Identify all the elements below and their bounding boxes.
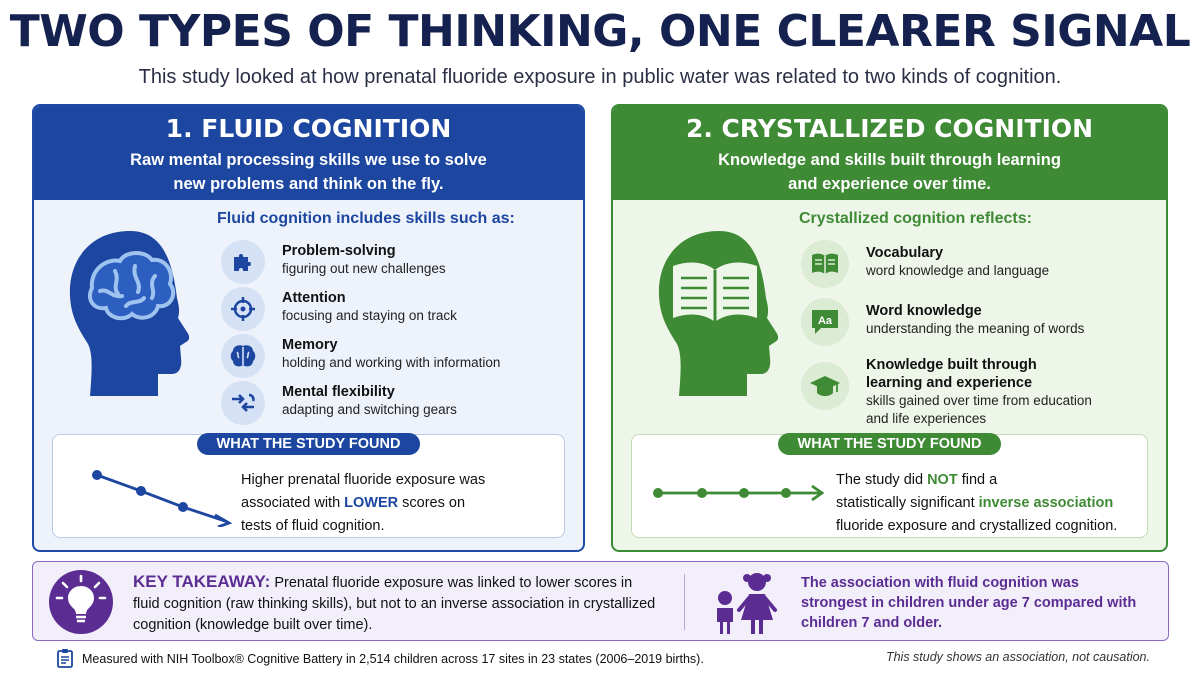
fluid-found-text: Higher prenatal fluoride exposure was as… [241,472,486,534]
key-takeaway-text: KEY TAKEAWAY: Prenatal fluoride exposure… [133,572,656,633]
flat-trend-icon [653,484,825,502]
target-icon [221,287,265,331]
lightbulb-icon [49,570,113,634]
head-brain-icon [69,231,190,396]
crystallized-found-text: The study did NOT find a statistically s… [836,472,1118,534]
crystallized-description: Knowledge and skills built through learn… [718,151,1061,193]
crystallized-title: 2. CRYSTALLIZED COGNITION [685,114,1094,143]
crystallized-cognition-panel: 2. CRYSTALLIZED COGNITION Knowledge and … [611,104,1168,552]
crystallized-found-label: WHAT THE STUDY FOUND [777,433,1002,455]
clipboard-icon [57,649,73,668]
graduation-cap-icon [801,362,849,410]
page-title: TWO TYPES OF THINKING, ONE CLEARER SIGNA… [9,6,1191,57]
footer-methods-text: Measured with NIH Toolbox® Cognitive Bat… [82,652,704,666]
age-association-text: The association with fluid cognition was… [801,575,1137,631]
switch-arrows-icon [221,381,265,425]
brain-icon [221,334,265,378]
crystallized-panel-header: 2. CRYSTALLIZED COGNITION Knowledge and … [613,106,1166,200]
puzzle-icon [221,240,265,284]
head-book-icon [658,231,779,396]
crystallized-skills-title: Crystallized cognition reflects: [799,210,1032,227]
crystallized-study-found-box: WHAT THE STUDY FOUND The study did NOT f… [631,433,1148,538]
decreasing-trend-icon [92,470,233,527]
speech-bubble-icon: Aa [801,298,849,346]
takeaway-divider [684,574,685,630]
fluid-study-found-box: WHAT THE STUDY FOUND Higher prenatal flu… [52,433,565,538]
book-icon [801,240,849,288]
fluid-skills-title: Fluid cognition includes skills such as: [217,210,515,227]
svg-text:Aa: Aa [818,315,833,327]
page-subtitle: This study looked at how prenatal fluori… [138,66,1062,88]
fluid-found-label: WHAT THE STUDY FOUND [196,433,421,455]
fluid-panel-header: 1. FLUID COGNITION Raw mental processing… [34,106,583,200]
footer-methods: Measured with NIH Toolbox® Cognitive Bat… [56,649,704,668]
key-takeaway-box: KEY TAKEAWAY: Prenatal fluoride exposure… [32,561,1169,641]
fluid-description: Raw mental processing skills we use to s… [130,151,487,193]
fluid-cognition-panel: 1. FLUID COGNITION Raw mental processing… [32,104,585,552]
children-icon [717,573,777,634]
list-item: Knowledge built through learning and exp… [801,356,1092,428]
fluid-title: 1. FLUID COGNITION [165,114,452,143]
footer-disclaimer: This study shows an association, not cau… [885,650,1150,664]
